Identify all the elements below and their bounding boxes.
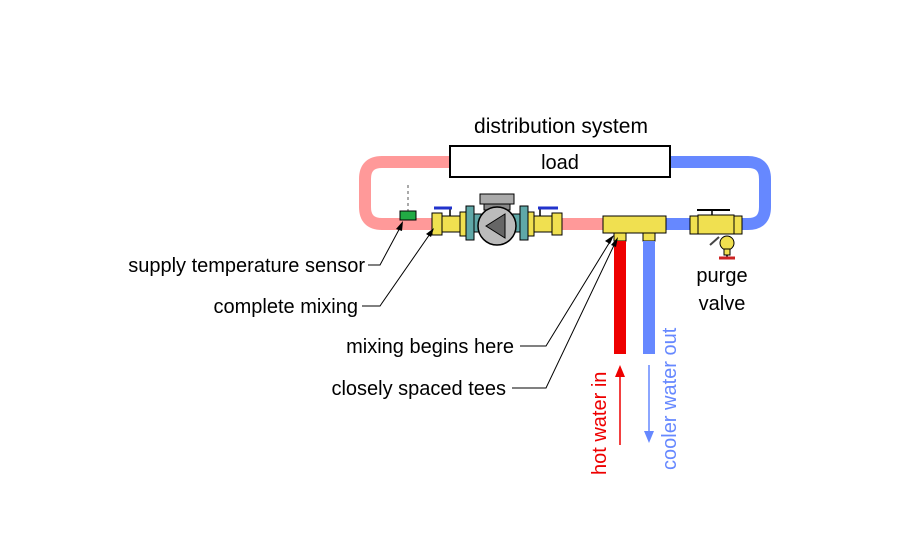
load-label: load — [541, 152, 579, 174]
isolation-valve-left-icon — [431, 206, 467, 237]
cooler-water-pipe — [643, 241, 655, 354]
load-box: load — [449, 145, 671, 178]
complete-mixing-label: complete mixing — [213, 296, 358, 318]
sensor-label: supply temperature sensor — [128, 255, 365, 277]
circulator-pump-icon — [465, 193, 529, 246]
leader-complete-mixing — [362, 228, 434, 307]
purge-valve-icon — [689, 209, 743, 260]
hot-water-arrow-icon — [615, 365, 625, 445]
supply-pipe — [359, 156, 605, 230]
hot-water-label: hot water in — [589, 372, 611, 475]
return-pipe — [665, 156, 771, 230]
mixing-begins-label: mixing begins here — [346, 336, 514, 358]
cooler-water-label: cooler water out — [659, 327, 681, 470]
valve-label: valve — [699, 293, 746, 315]
purge-label: purge — [696, 265, 747, 287]
closely-spaced-tees-icon — [602, 215, 667, 242]
isolation-valve-right-icon — [527, 206, 563, 237]
hot-water-pipe — [614, 241, 626, 354]
leader-mixing-begins — [520, 235, 614, 347]
leader-tees — [512, 237, 618, 389]
cooler-water-arrow-icon — [644, 365, 654, 443]
leader-sensor — [368, 221, 403, 266]
diagram-title: distribution system — [474, 115, 648, 138]
temperature-sensor-icon — [399, 185, 417, 221]
tees-label: closely spaced tees — [331, 378, 506, 400]
